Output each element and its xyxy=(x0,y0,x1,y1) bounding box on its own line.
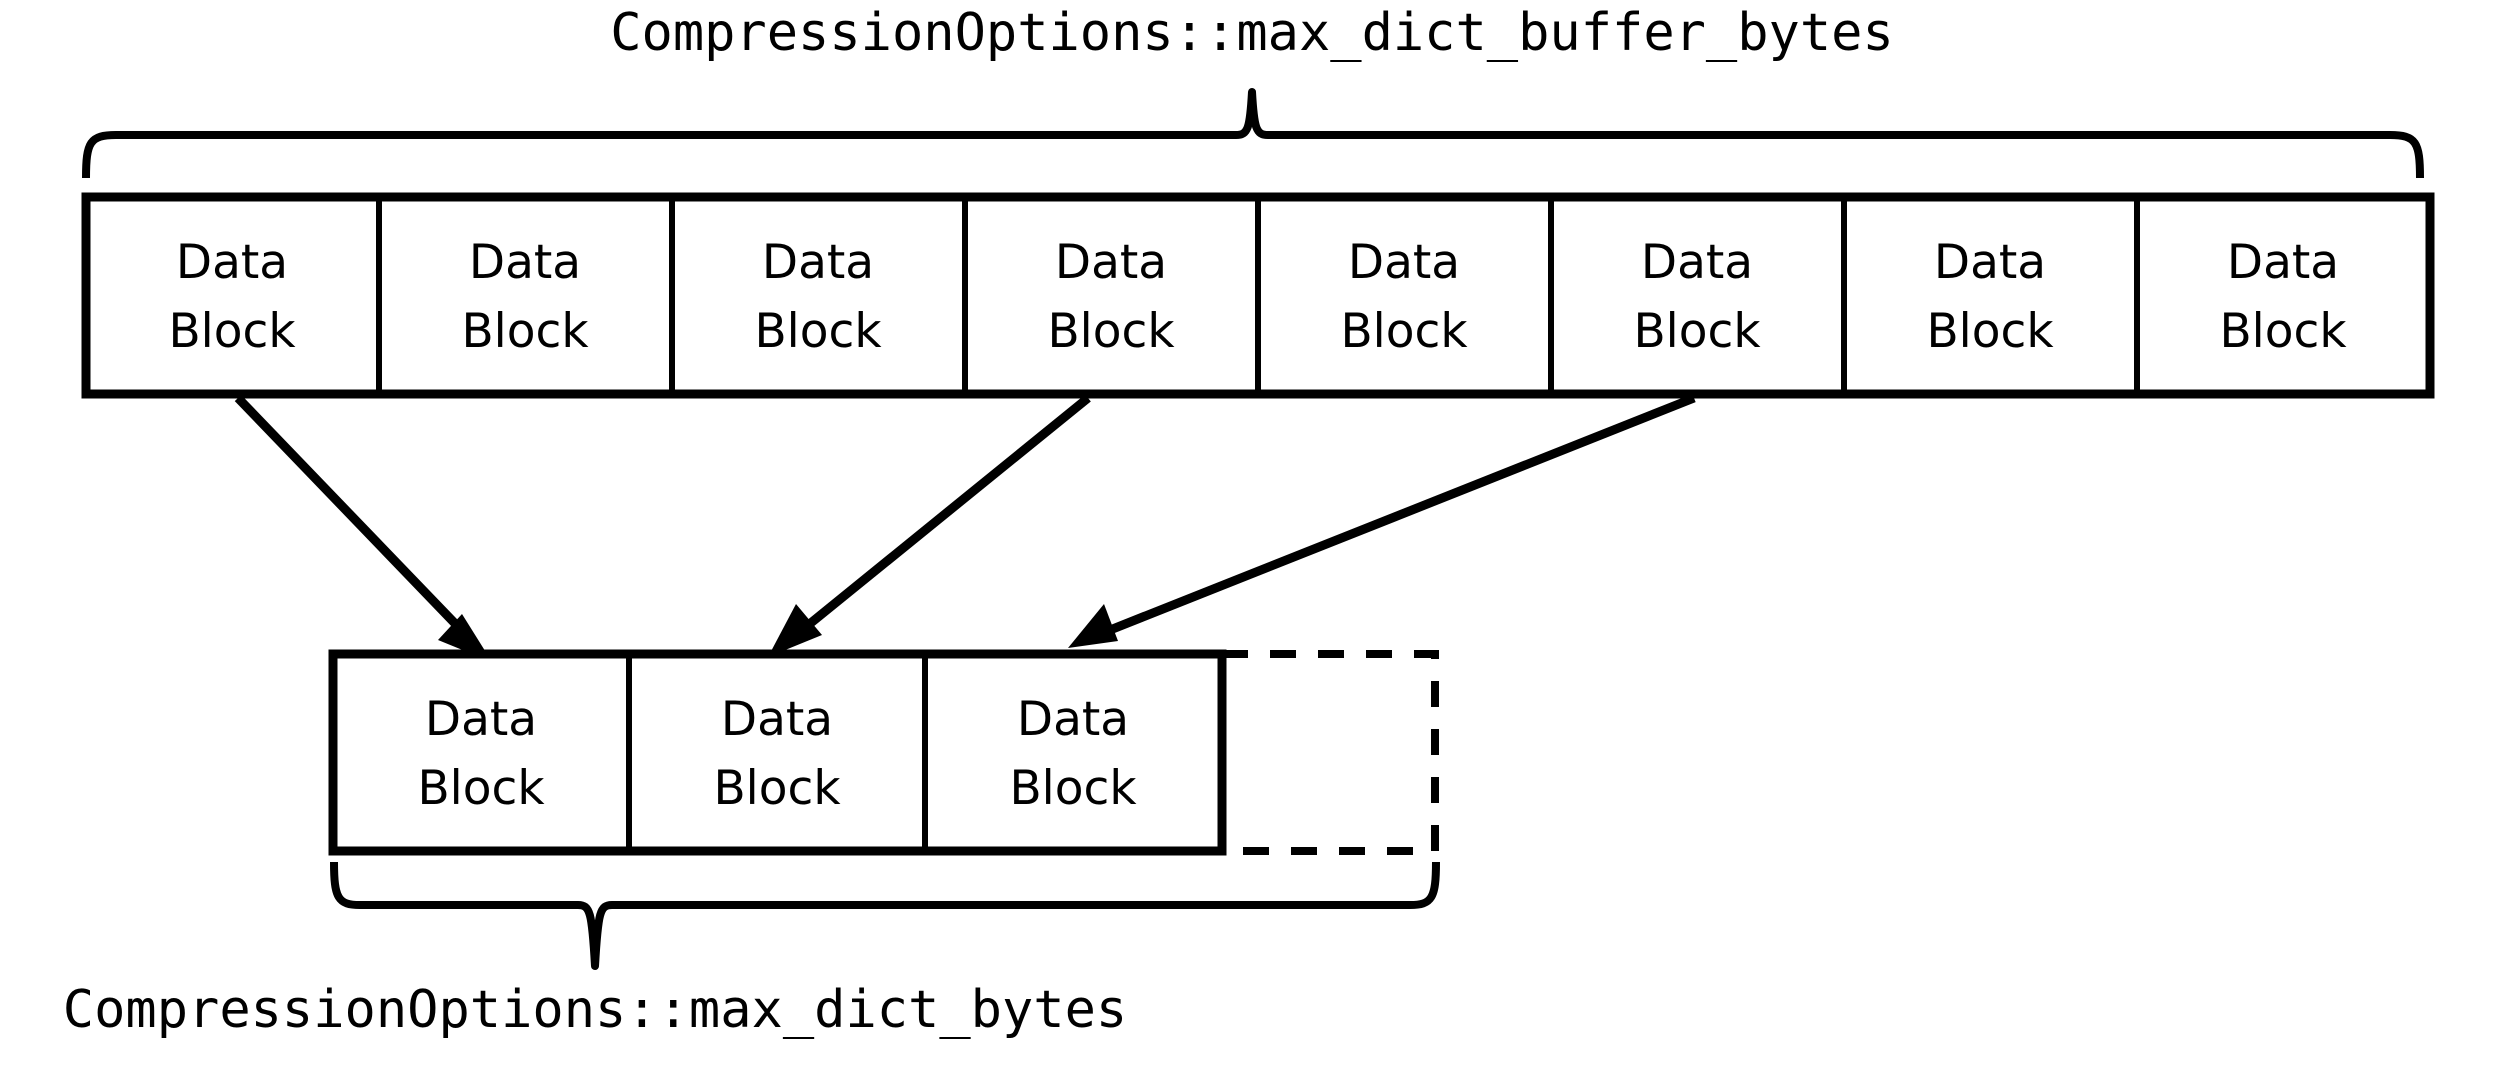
top-block-6-line2: Block xyxy=(1633,304,1761,359)
bottom-row-outline xyxy=(328,649,1227,856)
top-row-blocks: Data Block Data Block Data Block Data Bl… xyxy=(81,192,2435,399)
bottom-block-placeholder xyxy=(1218,650,1439,855)
top-block-2-line2: Block xyxy=(461,304,589,359)
top-block-5: Data Block xyxy=(1255,194,1554,397)
top-block-6-line1: Data xyxy=(1641,235,1753,290)
top-block-3-line1: Data xyxy=(762,235,874,290)
top-block-8: Data Block xyxy=(2134,194,2433,397)
top-block-3: Data Block xyxy=(669,194,968,397)
top-block-2: Data Block xyxy=(376,194,675,397)
top-brace xyxy=(82,88,2424,179)
top-block-5-line1: Data xyxy=(1348,235,1460,290)
top-block-5-line2: Block xyxy=(1340,304,1468,359)
bottom-brace xyxy=(330,861,1440,970)
sample-arrow-2 xyxy=(768,394,1091,657)
top-row-outline xyxy=(81,192,2435,399)
top-block-4: Data Block xyxy=(962,194,1261,397)
top-block-4-line2: Block xyxy=(1047,304,1175,359)
top-block-7: Data Block xyxy=(1841,194,2140,397)
top-block-1-line2: Block xyxy=(168,304,296,359)
top-block-7-line1: Data xyxy=(1934,235,2046,290)
top-block-6: Data Block xyxy=(1548,194,1847,397)
bottom-block-1-line1: Data xyxy=(425,692,537,747)
top-block-2-line1: Data xyxy=(469,235,581,290)
sample-arrow-1 xyxy=(234,394,492,662)
sample-arrow-3 xyxy=(1068,393,1696,648)
bottom-block-2: Data Block xyxy=(626,651,928,854)
bottom-block-3: Data Block xyxy=(922,651,1225,854)
top-block-3-line2: Block xyxy=(754,304,882,359)
bottom-block-3-line1: Data xyxy=(1017,692,1129,747)
top-label-max-dict-buffer-bytes: CompressionOptions::max_dict_buffer_byte… xyxy=(610,3,1894,63)
top-block-7-line2: Block xyxy=(1926,304,2054,359)
bottom-block-3-line2: Block xyxy=(1009,761,1137,816)
top-block-8-line2: Block xyxy=(2219,304,2347,359)
bottom-block-1: Data Block xyxy=(330,651,632,854)
top-block-1-line1: Data xyxy=(176,235,288,290)
top-block-8-line1: Data xyxy=(2227,235,2339,290)
bottom-block-2-line1: Data xyxy=(721,692,833,747)
bottom-row-blocks: Data Block Data Block Data Block xyxy=(328,649,1439,856)
bottom-block-2-line2: Block xyxy=(713,761,841,816)
top-block-1: Data Block xyxy=(83,194,382,397)
bottom-label-max-dict-bytes: CompressionOptions::max_dict_bytes xyxy=(63,980,1127,1040)
bottom-block-1-line2: Block xyxy=(417,761,545,816)
top-block-4-line1: Data xyxy=(1055,235,1167,290)
